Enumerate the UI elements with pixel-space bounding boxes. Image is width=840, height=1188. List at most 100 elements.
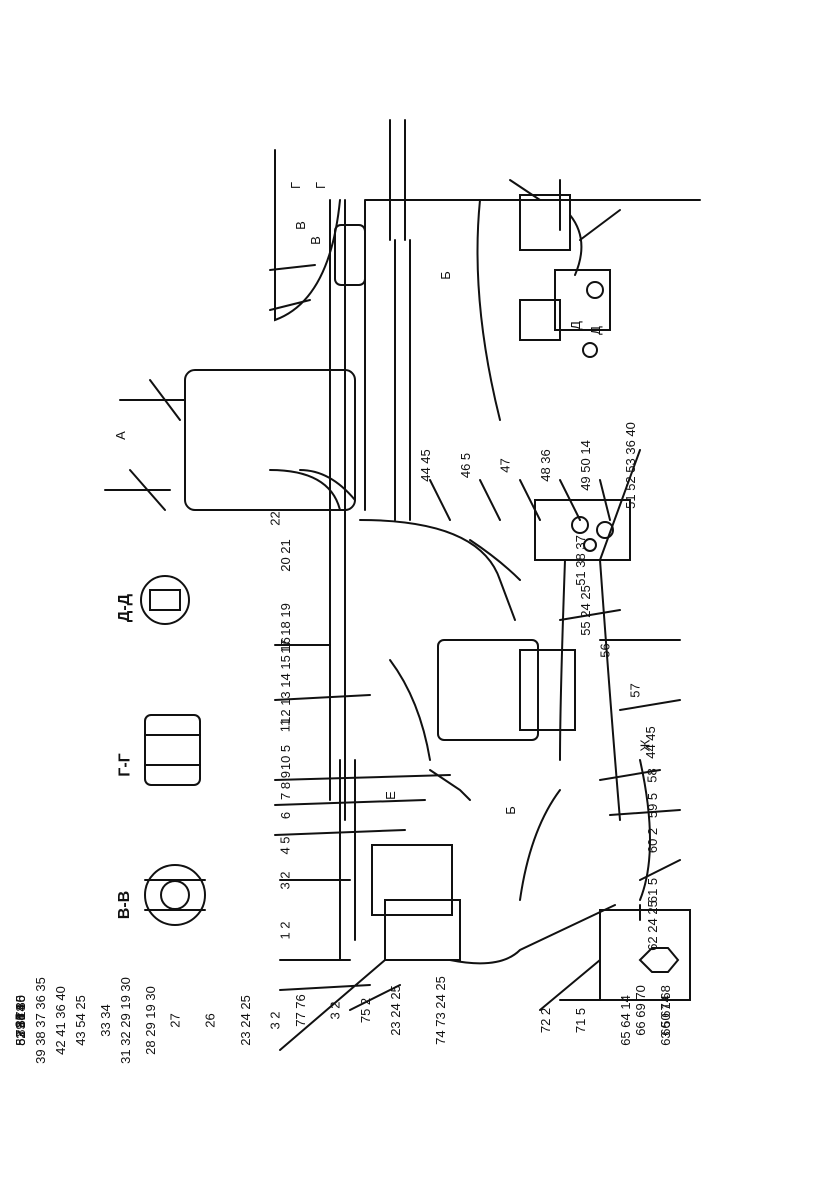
view-label: Д xyxy=(567,320,583,330)
callout-label: 47 xyxy=(497,457,513,473)
hose xyxy=(449,904,616,965)
view-label: Е xyxy=(382,790,398,800)
callout-label: 17 18 19 xyxy=(277,602,293,654)
detail-view-b xyxy=(476,194,611,421)
leader-line xyxy=(269,264,316,311)
view-label: В xyxy=(307,235,323,245)
section-view-g-g xyxy=(144,714,201,786)
coupling xyxy=(334,224,366,286)
callout-label: 56 xyxy=(597,642,613,658)
callout-label: 66 69 70 xyxy=(632,984,648,1036)
pipe-line xyxy=(389,119,406,241)
callout-label: 59 5 xyxy=(644,792,660,818)
callout-label: 44 45 xyxy=(417,448,433,482)
pipe-line xyxy=(364,199,701,511)
callout-label: 3 2 xyxy=(267,1010,283,1030)
hose xyxy=(389,659,431,761)
callout-label: 20 21 xyxy=(277,538,293,572)
callout-label: 71 5 xyxy=(572,1007,588,1033)
callout-label: 65 64 14 xyxy=(617,994,633,1046)
joystick-lever xyxy=(119,379,186,421)
callout-label: 60 2 xyxy=(644,827,660,853)
callout-label: 48 36 xyxy=(537,448,553,482)
callout-label: 58 xyxy=(644,767,660,783)
callout-label: 4 5 xyxy=(277,835,293,855)
hose xyxy=(519,789,561,901)
callout-label: 42 41 36 40 xyxy=(52,985,68,1055)
hose xyxy=(299,469,356,501)
callout-label: 27 xyxy=(167,1012,183,1028)
valve-body xyxy=(519,649,576,731)
port xyxy=(596,521,614,539)
callout-label: 23 24 25 xyxy=(387,984,403,1036)
hose xyxy=(599,559,621,821)
port xyxy=(571,516,589,534)
callout-label: 49 50 14 xyxy=(577,439,593,491)
hose xyxy=(469,539,521,581)
tank xyxy=(599,909,691,1001)
view-label: Г xyxy=(312,181,328,189)
callout-label: 26 xyxy=(202,1012,218,1028)
callout-label: 10 5 xyxy=(277,744,293,770)
callout-label: 43 54 25 xyxy=(72,994,88,1046)
leader-line xyxy=(274,644,451,836)
section-caption: В-В xyxy=(116,890,134,920)
hose xyxy=(339,759,356,961)
port xyxy=(583,538,597,552)
view-label: Г xyxy=(287,181,303,189)
callout-label: 3 2 xyxy=(277,870,293,890)
view-label: Д xyxy=(587,325,603,335)
pump-block xyxy=(437,639,539,741)
joystick-lever xyxy=(104,469,171,511)
section-view-v-v xyxy=(144,864,206,926)
callout-label: 6 xyxy=(277,811,293,819)
view-label: В xyxy=(292,220,308,230)
pump-unit xyxy=(384,899,461,961)
bracket xyxy=(274,149,341,322)
callout-label: 75 2 xyxy=(357,997,373,1023)
callout-label: 74 73 24 25 xyxy=(432,975,448,1045)
section-caption: Г-Г xyxy=(116,753,134,777)
hose xyxy=(429,769,471,801)
hose xyxy=(359,519,516,621)
callout-label: 1 2 xyxy=(277,920,293,940)
callout-label: 61 5 xyxy=(644,877,660,903)
callout-label: 7 8 9 xyxy=(277,770,293,800)
callout-label: 77 76 xyxy=(292,993,308,1027)
control-console xyxy=(184,369,356,511)
callout-label: 52 38 35 xyxy=(12,994,28,1046)
callout-label: 39 38 37 36 35 xyxy=(32,976,48,1064)
callout-label: 31 32 29 19 30 xyxy=(117,976,133,1064)
manifold xyxy=(534,499,631,561)
callout-label: 28 29 19 30 xyxy=(142,985,158,1055)
callout-label: 51 38 37 xyxy=(572,534,588,586)
pump-unit xyxy=(371,844,453,916)
hose xyxy=(559,559,566,761)
leader-line xyxy=(559,449,681,881)
callout-label: 72 2 xyxy=(537,1007,553,1033)
callout-label: 57 xyxy=(627,682,643,698)
section-view-d-d xyxy=(140,575,190,625)
callout-label: 51 52 53 36 40 xyxy=(622,421,638,509)
callout-label: 66 67 68 xyxy=(657,984,673,1036)
leader-line xyxy=(509,179,621,241)
hose xyxy=(639,759,651,901)
hex-plug xyxy=(638,947,680,973)
callout-label: 23 24 25 xyxy=(237,994,253,1046)
pipe-line xyxy=(394,239,411,521)
section-caption: Д-Д xyxy=(116,593,134,623)
callout-label: 55 24 25 xyxy=(577,584,593,636)
view-label: Ж xyxy=(637,738,653,752)
hose xyxy=(269,469,341,511)
view-label: Б xyxy=(437,270,453,280)
leader-line xyxy=(429,479,611,521)
callout-label: 33 34 xyxy=(97,1003,113,1037)
leader-line xyxy=(539,904,641,1011)
callout-label: 22 xyxy=(267,510,283,526)
callout-label: 3 2 xyxy=(327,1000,343,1020)
callout-label: 46 5 xyxy=(457,452,473,478)
view-label: А xyxy=(112,430,128,440)
leader-line xyxy=(279,879,401,1051)
